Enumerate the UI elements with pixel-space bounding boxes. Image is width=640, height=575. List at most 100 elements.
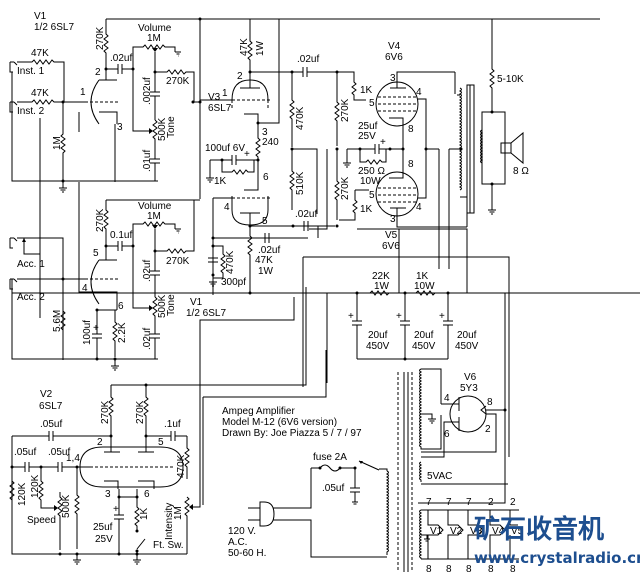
tube-v2 [79, 446, 184, 488]
v1b-pin5: 5 [93, 248, 99, 259]
r22k-1w-label: 1W [374, 281, 390, 292]
r1k-v3-label: 1K [214, 176, 227, 187]
c02-tone-b-label: .02uf [142, 260, 153, 282]
c100uf-plus: + [93, 323, 99, 334]
c100uf6v-plus: + [244, 149, 250, 160]
heater-bottom-pin-4: 8 [488, 564, 494, 575]
v1-pin2: 2 [95, 67, 101, 78]
power-switch[interactable] [358, 460, 380, 471]
jack-acc2[interactable] [9, 278, 18, 290]
mains-line3: 50-60 H. [228, 548, 266, 559]
svg-text:V2: V2 [450, 526, 463, 537]
fuse [319, 464, 341, 472]
tube-v4 [375, 81, 419, 127]
v6-type: 5Y3 [460, 383, 478, 394]
r270k-v1a-label: 270K [95, 26, 106, 50]
pot-speed[interactable] [54, 492, 63, 550]
v5-type: 6V6 [382, 241, 400, 252]
c100uf6v-label: 100uf 6V [205, 143, 245, 154]
svg-text:+: + [439, 311, 445, 322]
v3-type: 6SL7 [208, 103, 232, 114]
v2-pin2: 2 [97, 437, 103, 448]
resistor-47k-2 [17, 99, 64, 105]
v4-pin3: 3 [390, 73, 396, 84]
r5-6m-label: 5.6M [52, 310, 63, 332]
speaker-icon [500, 131, 524, 165]
fuse-label: fuse 2A [313, 452, 347, 463]
c05-line-label: .05uf [322, 483, 344, 494]
r1k-v2-label: 1K [139, 507, 150, 520]
v6-pin8: 8 [487, 397, 493, 408]
pot-intensity[interactable] [184, 297, 295, 554]
resistor-1m-grid [60, 102, 66, 185]
heater-v1: V1 [427, 510, 444, 559]
c01uf-v1b-label: 0.1uf [110, 230, 132, 241]
heater-v2: V2 [447, 510, 464, 559]
jack-acc1[interactable] [9, 237, 18, 249]
svg-text:V3: V3 [470, 526, 483, 537]
v2-pin6: 6 [144, 489, 150, 500]
r120k-2-label: 120K [30, 474, 41, 498]
pot-1m-bottom-label[interactable]: 1M [147, 211, 161, 222]
v6-pin2: 2 [485, 424, 491, 435]
c02-tone-b2-label: .02uf [142, 328, 153, 350]
filter-cap-3 [443, 293, 453, 359]
power-transformer [397, 372, 413, 572]
r1w-v3a-label: 1W [255, 40, 266, 56]
intensity-label: Intensity [164, 503, 175, 540]
r470k-v3-label: 470K [225, 250, 236, 274]
v3-pin5: 5 [262, 216, 268, 227]
inst2-label: Inst. 2 [17, 106, 45, 117]
c25uf-v2-label: 25uf [93, 522, 113, 533]
r270k-mix-top-label: 270K [166, 76, 190, 87]
v3-pin2: 2 [237, 71, 243, 82]
heater-bottom-pin-3: 8 [466, 564, 472, 575]
v1-top-name: V1 [34, 11, 47, 22]
jack-inst2[interactable] [9, 101, 18, 113]
ft-sw-label: Ft. Sw. [153, 540, 184, 551]
pot-1m-top-label[interactable]: 1M [147, 33, 161, 44]
r270k-v2b-label: 270K [135, 400, 146, 424]
r47k-v3b-label: 47K [255, 255, 273, 266]
v4-pin5: 5 [369, 98, 375, 109]
v6-name: V6 [464, 372, 477, 383]
svg-text:V5: V5 [511, 526, 524, 537]
5vac-label: 5VAC [427, 471, 452, 482]
c20uf-3-label: 20uf [457, 330, 477, 341]
v5-pin4: 4 [416, 202, 422, 213]
pot-1m-intensity-label: 1M [173, 506, 184, 520]
r1k-v5g-label: 1K [360, 204, 373, 215]
v1-bottom-name: V1 [190, 297, 203, 308]
v1-top-type: 1/2 6SL7 [34, 22, 74, 33]
r510k-label: 510K [295, 171, 306, 195]
v1-pin1: 1 [80, 87, 86, 98]
c02-v3a-label: .02uf [297, 54, 319, 65]
filter-cap-2 [400, 293, 410, 359]
svg-text:+: + [348, 311, 354, 322]
footswitch[interactable] [135, 538, 146, 553]
c100uf-label: 100uf [82, 320, 93, 345]
r270k-mix-bottom-label: 270K [166, 256, 190, 267]
c002-label: .002uf [142, 77, 153, 105]
jack-inst1[interactable] [9, 61, 18, 73]
v3-pin3: 3 [262, 127, 268, 138]
heater-v3: V3 [467, 510, 484, 559]
acc2-label: Acc. 2 [17, 292, 45, 303]
r1m-label: 1M [52, 136, 63, 150]
v2-pin3: 3 [105, 489, 111, 500]
r250-label: 250 Ω [358, 166, 385, 177]
v5-pin3: 3 [390, 214, 396, 225]
v4-name: V4 [388, 41, 401, 52]
c05-2-label: .05uf [48, 447, 70, 458]
heater-bottom-pin-1: 8 [426, 564, 432, 575]
v5-pin8: 8 [408, 159, 414, 170]
mains-line1: 120 V. [228, 526, 256, 537]
r1k-v4g-label: 1K [360, 85, 373, 96]
v3-pin4: 4 [224, 202, 230, 213]
svg-text:V4: V4 [492, 526, 505, 537]
r500k-speed-label: 500K [61, 494, 72, 518]
v2-type: 6SL7 [39, 401, 63, 412]
r270k-v1b-label: 270K [95, 208, 106, 232]
c450v-2-label: 450V [412, 341, 436, 352]
r500k-bottom-label: 500K [157, 294, 168, 318]
